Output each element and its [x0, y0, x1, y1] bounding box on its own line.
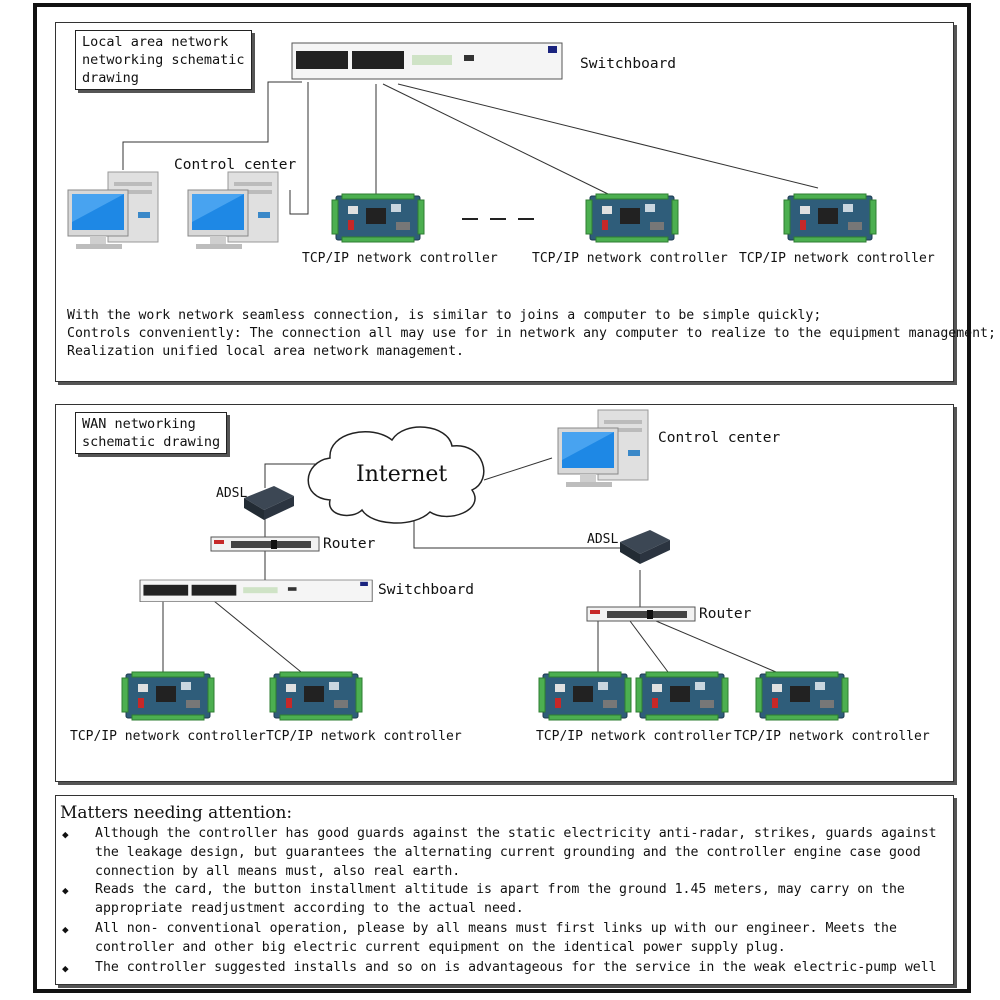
wan-connection-lines [162, 457, 777, 677]
lan-controller-label-2: TCP/IP network controller [532, 251, 728, 266]
lan-switchboard-label: Switchboard [580, 56, 677, 72]
lan-description-line-3: Realization unified local area network m… [67, 344, 464, 359]
wan-controller-label-1: TCP/IP network controller [70, 729, 266, 744]
wan-router-right [586, 606, 696, 622]
lan-controller-2 [585, 193, 679, 243]
lan-description-line-1: With the work network seamless connectio… [67, 308, 822, 323]
wan-controller-2 [269, 671, 363, 721]
wan-controller-3 [538, 671, 632, 721]
internet-label: Internet [356, 462, 448, 487]
lan-switchboard [291, 42, 563, 80]
note-item-3: All non- conventional operation, please … [95, 921, 897, 955]
wan-title-tag: WAN networking schematic drawing [75, 412, 228, 454]
lan-controller-label-1: TCP/IP network controller [302, 251, 498, 266]
wan-controller-label-2: TCP/IP network controller [266, 729, 462, 744]
wan-controller-4 [635, 671, 729, 721]
internet-cloud [307, 426, 485, 524]
outer-frame [33, 3, 971, 993]
notes-title: Matters needing attention: [60, 803, 293, 823]
lan-controller-1 [331, 193, 425, 243]
lan-description-line-2: Controls conveniently: The connection al… [67, 326, 996, 341]
wan-controller-label-4: TCP/IP network controller [734, 729, 930, 744]
wan-adsl-right-label: ADSL [587, 532, 619, 547]
wan-adsl-left-label: ADSL [216, 486, 248, 501]
lan-pc-2 [187, 171, 279, 250]
wan-switchboard [139, 579, 373, 603]
bullet-icon: ◆ [62, 884, 69, 897]
wan-adsl-right [620, 530, 670, 564]
lan-pc-1 [67, 171, 159, 250]
lan-connection-lines [122, 81, 819, 215]
wan-controller-1 [121, 671, 215, 721]
wan-control-center-pc [557, 409, 649, 488]
wan-adsl-left [244, 486, 294, 520]
bullet-icon: ◆ [62, 828, 69, 841]
lan-title-tag: Local area network networking schematic … [75, 30, 252, 90]
wan-router-left-label: Router [323, 536, 376, 552]
wan-router-left [210, 536, 320, 552]
bullet-icon: ◆ [62, 962, 69, 975]
wan-switchboard-label: Switchboard [378, 582, 475, 598]
lan-controller-3 [783, 193, 877, 243]
wan-router-right-label: Router [699, 606, 752, 622]
lan-control-center-label: Control center [174, 157, 297, 173]
lan-controller-label-3: TCP/IP network controller [739, 251, 935, 266]
note-item-1: Although the controller has good guards … [95, 826, 937, 879]
wan-controller-5 [755, 671, 849, 721]
bullet-icon: ◆ [62, 923, 69, 936]
note-item-4: The controller suggested installs and so… [95, 960, 937, 975]
wan-control-center-label: Control center [658, 430, 781, 446]
wan-controller-label-3: TCP/IP network controller [536, 729, 732, 744]
note-item-2: Reads the card, the button installment a… [95, 882, 905, 916]
